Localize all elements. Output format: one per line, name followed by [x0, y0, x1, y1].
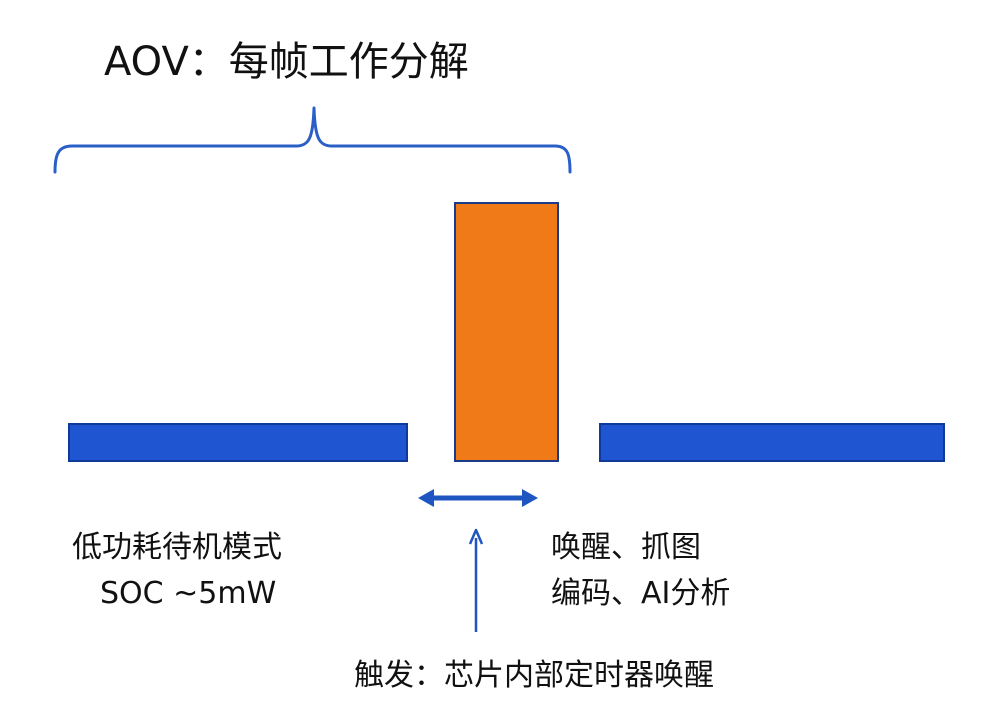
active-work-bar — [454, 202, 559, 462]
page-title: AOV：每帧工作分解 — [104, 39, 469, 85]
low-power-bar-left — [68, 423, 408, 462]
low-power-bar-right — [599, 423, 945, 462]
frame-brace — [53, 106, 572, 174]
wake-label-line2: 编码、AI分析 — [551, 576, 731, 611]
standby-label-line1: 低功耗待机模式 — [72, 530, 282, 565]
standby-label-line2: SOC ~5mW — [100, 576, 277, 611]
trigger-up-arrow — [468, 528, 484, 632]
duration-double-arrow — [418, 489, 538, 507]
trigger-label: 触发：芯片内部定时器唤醒 — [354, 658, 714, 693]
wake-label-line1: 唤醒、抓图 — [551, 530, 701, 565]
